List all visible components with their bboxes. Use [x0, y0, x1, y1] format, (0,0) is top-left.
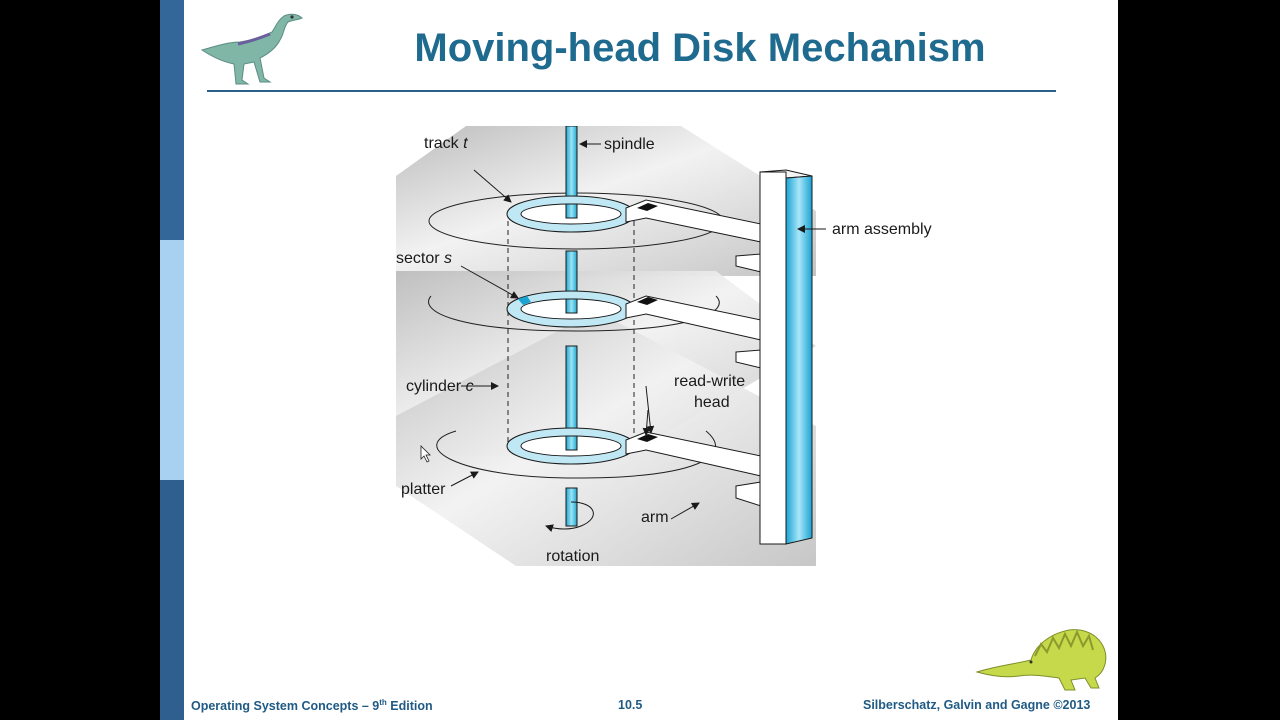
- read-write-pointer: [645, 385, 655, 434]
- sidebar-light-band: [160, 240, 184, 480]
- cylinder-label: cylinder c: [406, 378, 474, 395]
- spindle-segment-lower: [565, 345, 578, 437]
- sector-pointer: [460, 265, 519, 299]
- spindle-segment-bottom: [565, 487, 578, 527]
- read-write-label-line2: head: [694, 394, 730, 411]
- slide-title: Moving-head Disk Mechanism: [414, 26, 986, 70]
- sidebar-dark-band: [160, 480, 184, 720]
- dinosaur-logo-icon: [200, 13, 303, 85]
- rotation-label: rotation: [546, 548, 599, 565]
- dinosaur-logo-icon: [975, 629, 1107, 691]
- disk-mechanism-diagram: track t spindle arm assembly sector s cy…: [396, 126, 932, 566]
- platter-pointer: [450, 471, 479, 487]
- footer-page-number: 10.5: [618, 698, 643, 712]
- read-write-head: [637, 434, 658, 442]
- sector-label: sector s: [396, 250, 452, 267]
- mouse-cursor-icon: [420, 445, 431, 463]
- arm-label: arm: [641, 509, 669, 526]
- track-pointer: [473, 169, 512, 203]
- slide: Moving-head Disk Mechanism: [160, 0, 1118, 720]
- track-label: track t: [424, 135, 468, 152]
- arm-pointer: [670, 502, 700, 520]
- platter-label: platter: [401, 481, 446, 498]
- spindle-label: spindle: [604, 136, 655, 153]
- title-underline: [207, 90, 1056, 92]
- arm-assembly: [759, 169, 813, 545]
- read-write-label-line1: read-write: [674, 373, 745, 390]
- sector-highlight: [518, 296, 531, 305]
- footer-authors: Silberschatz, Galvin and Gagne ©2013: [863, 698, 1091, 712]
- footer-course-title: Operating System Concepts – 9th Edition: [191, 698, 433, 714]
- rotation-arrow: [545, 501, 594, 533]
- arm-assembly-label: arm assembly: [832, 221, 932, 238]
- slide-sidebar: [160, 0, 184, 720]
